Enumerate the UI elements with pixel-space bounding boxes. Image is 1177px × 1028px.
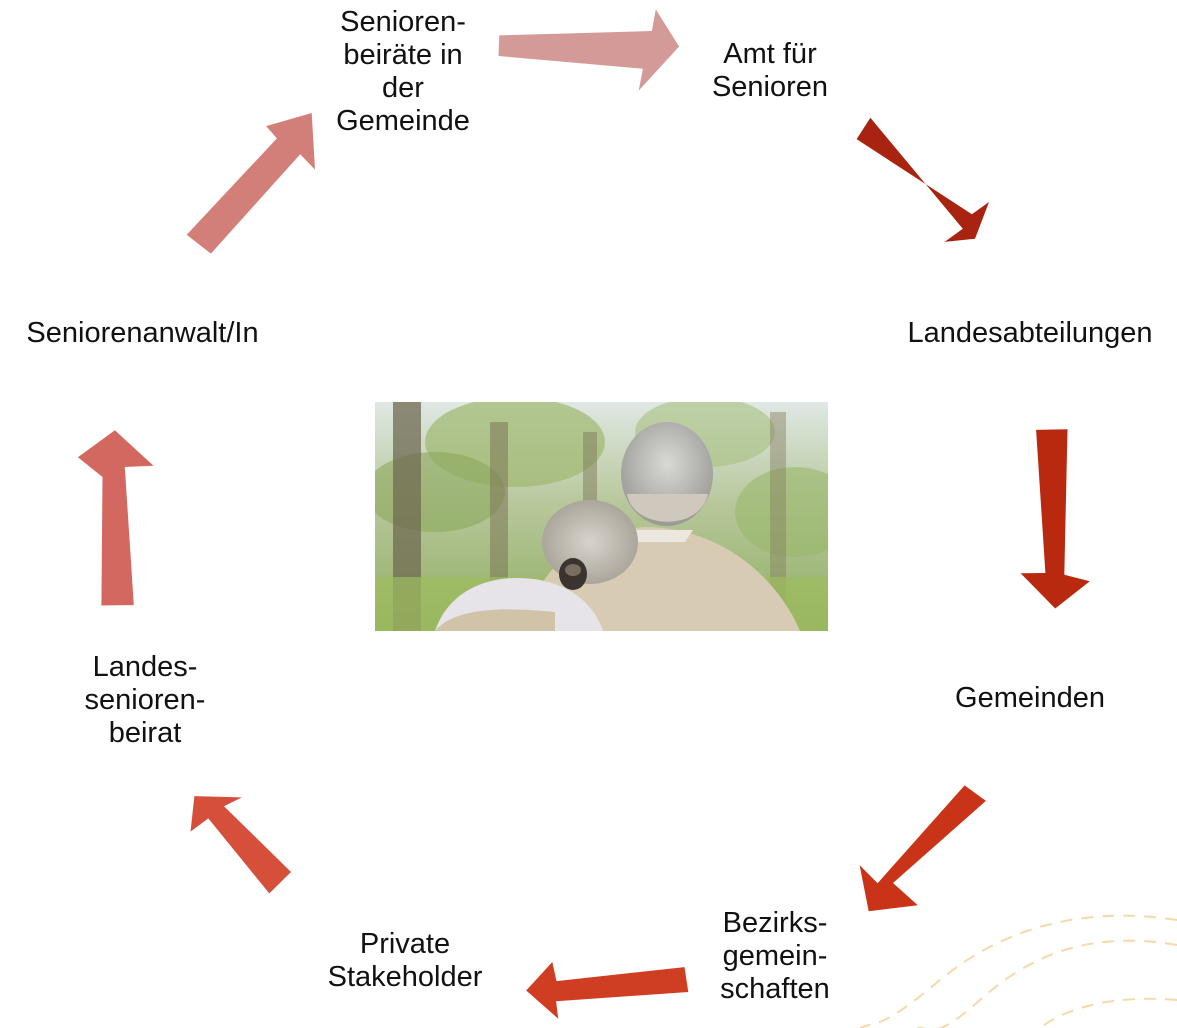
cycle-arrow-2 [856,117,989,242]
node-bezirksgemeinschaften: Bezirks- gemein- schaften [720,907,830,1005]
cycle-arrow-5 [526,962,689,1019]
cycle-arrow-6 [190,796,291,894]
cycle-arrow-8 [186,113,315,254]
decorative-dashed-lines-icon [859,914,1177,1028]
node-landesabteilungen: Landesabteilungen [907,317,1153,349]
node-seniorenanwalt: Seniorenanwalt/In [26,317,259,349]
elderly-couple-photo-icon [375,402,828,631]
node-gemeinden: Gemeinden [955,682,1105,714]
node-amt-fuer-senioren: Amt für Senioren [711,38,829,103]
node-senioren-beiraete: Senioren- beiräte in der Gemeinde [336,6,470,137]
cycle-arrow-7 [77,430,154,606]
node-landesseniorenbeirat: Landes- senioren- beirat [84,651,206,749]
cycle-arrow-4 [859,785,986,912]
cycle-arrow-3 [1020,429,1090,609]
node-private-stakeholder: Private Stakeholder [327,928,483,993]
cycle-arrow-1 [498,9,680,91]
